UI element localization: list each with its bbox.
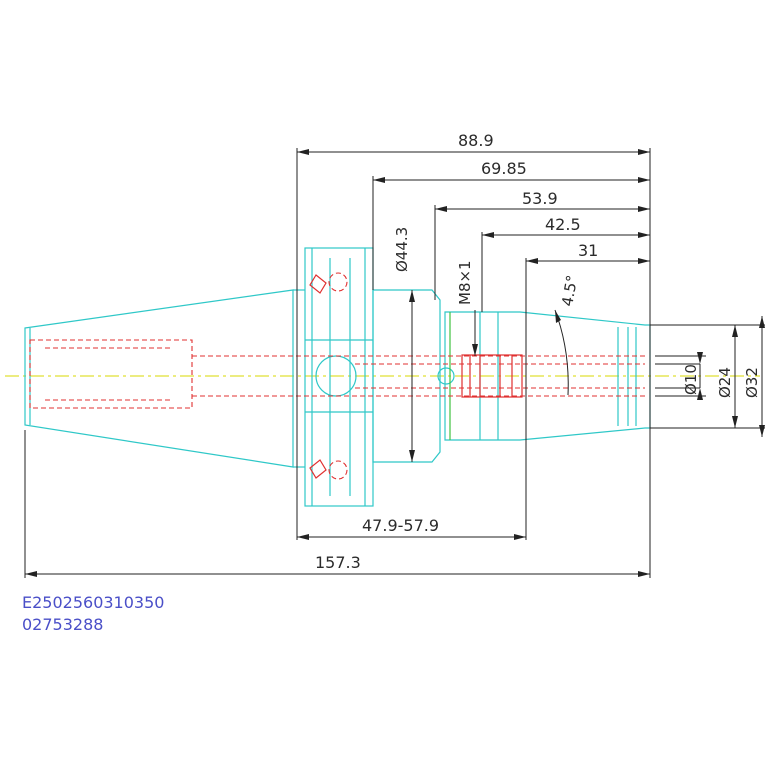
dim-dia32: Ø32 [743,367,761,398]
dim-flange-dia: Ø44.3 [393,227,411,272]
dim-gauge-range: 47.9-57.9 [362,516,439,535]
dim-overall-length: 157.3 [315,553,361,572]
dim-69-85: 69.85 [481,159,527,178]
dim-53-9: 53.9 [522,189,558,208]
part-code: E2502560310350 [22,593,164,612]
dim-thread: M8×1 [456,260,474,305]
dim-42-5: 42.5 [545,215,581,234]
dim-31: 31 [578,241,598,260]
serial-code: 02753288 [22,615,103,634]
neck [372,289,441,463]
dimension-lines [24,148,765,578]
taper-shank [24,289,294,468]
dim-dia10: Ø10 [682,364,700,395]
dim-88-9: 88.9 [458,131,494,150]
dim-taper-angle: 4.5° [558,274,581,308]
toolholder-outline [24,247,651,507]
dim-dia24: Ø24 [716,367,734,398]
internal-bore [29,272,645,480]
flange [304,247,374,507]
